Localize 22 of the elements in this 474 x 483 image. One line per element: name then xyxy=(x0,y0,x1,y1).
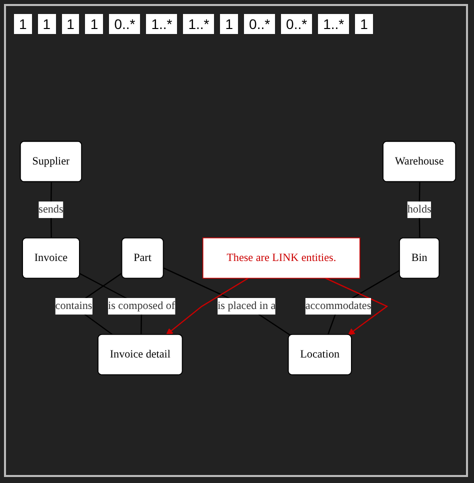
arrow xyxy=(325,278,388,336)
edge-label: is composed of xyxy=(108,300,176,313)
multiplicity-label: 1 xyxy=(85,14,104,34)
multiplicity-label: 1 xyxy=(38,14,56,34)
arrow xyxy=(166,278,248,336)
multiplicity-label: 1 xyxy=(14,14,32,34)
edge-label: holds xyxy=(407,204,432,216)
edge-label: contains xyxy=(55,300,92,313)
multiplicity-label: 1 xyxy=(62,14,80,34)
connector xyxy=(163,268,291,336)
multiplicity-label: 1 xyxy=(355,14,373,34)
edge-label: is placed in a xyxy=(218,300,276,313)
edge-label: accommodates xyxy=(305,300,372,313)
node-box: These are LINK entities. xyxy=(202,238,360,280)
multiplicity-label: 1..* xyxy=(318,14,350,34)
multiplicity-label: 1..* xyxy=(183,14,214,34)
multiplicity-label: 1 xyxy=(220,14,238,34)
edge-label: sends xyxy=(38,204,64,216)
multiplicity-label: 0..* xyxy=(244,14,276,34)
multiplicity-label: 0..* xyxy=(109,14,140,34)
multiplicity-label: 1..* xyxy=(146,14,178,34)
multiplicity-label: 0..* xyxy=(281,14,312,34)
